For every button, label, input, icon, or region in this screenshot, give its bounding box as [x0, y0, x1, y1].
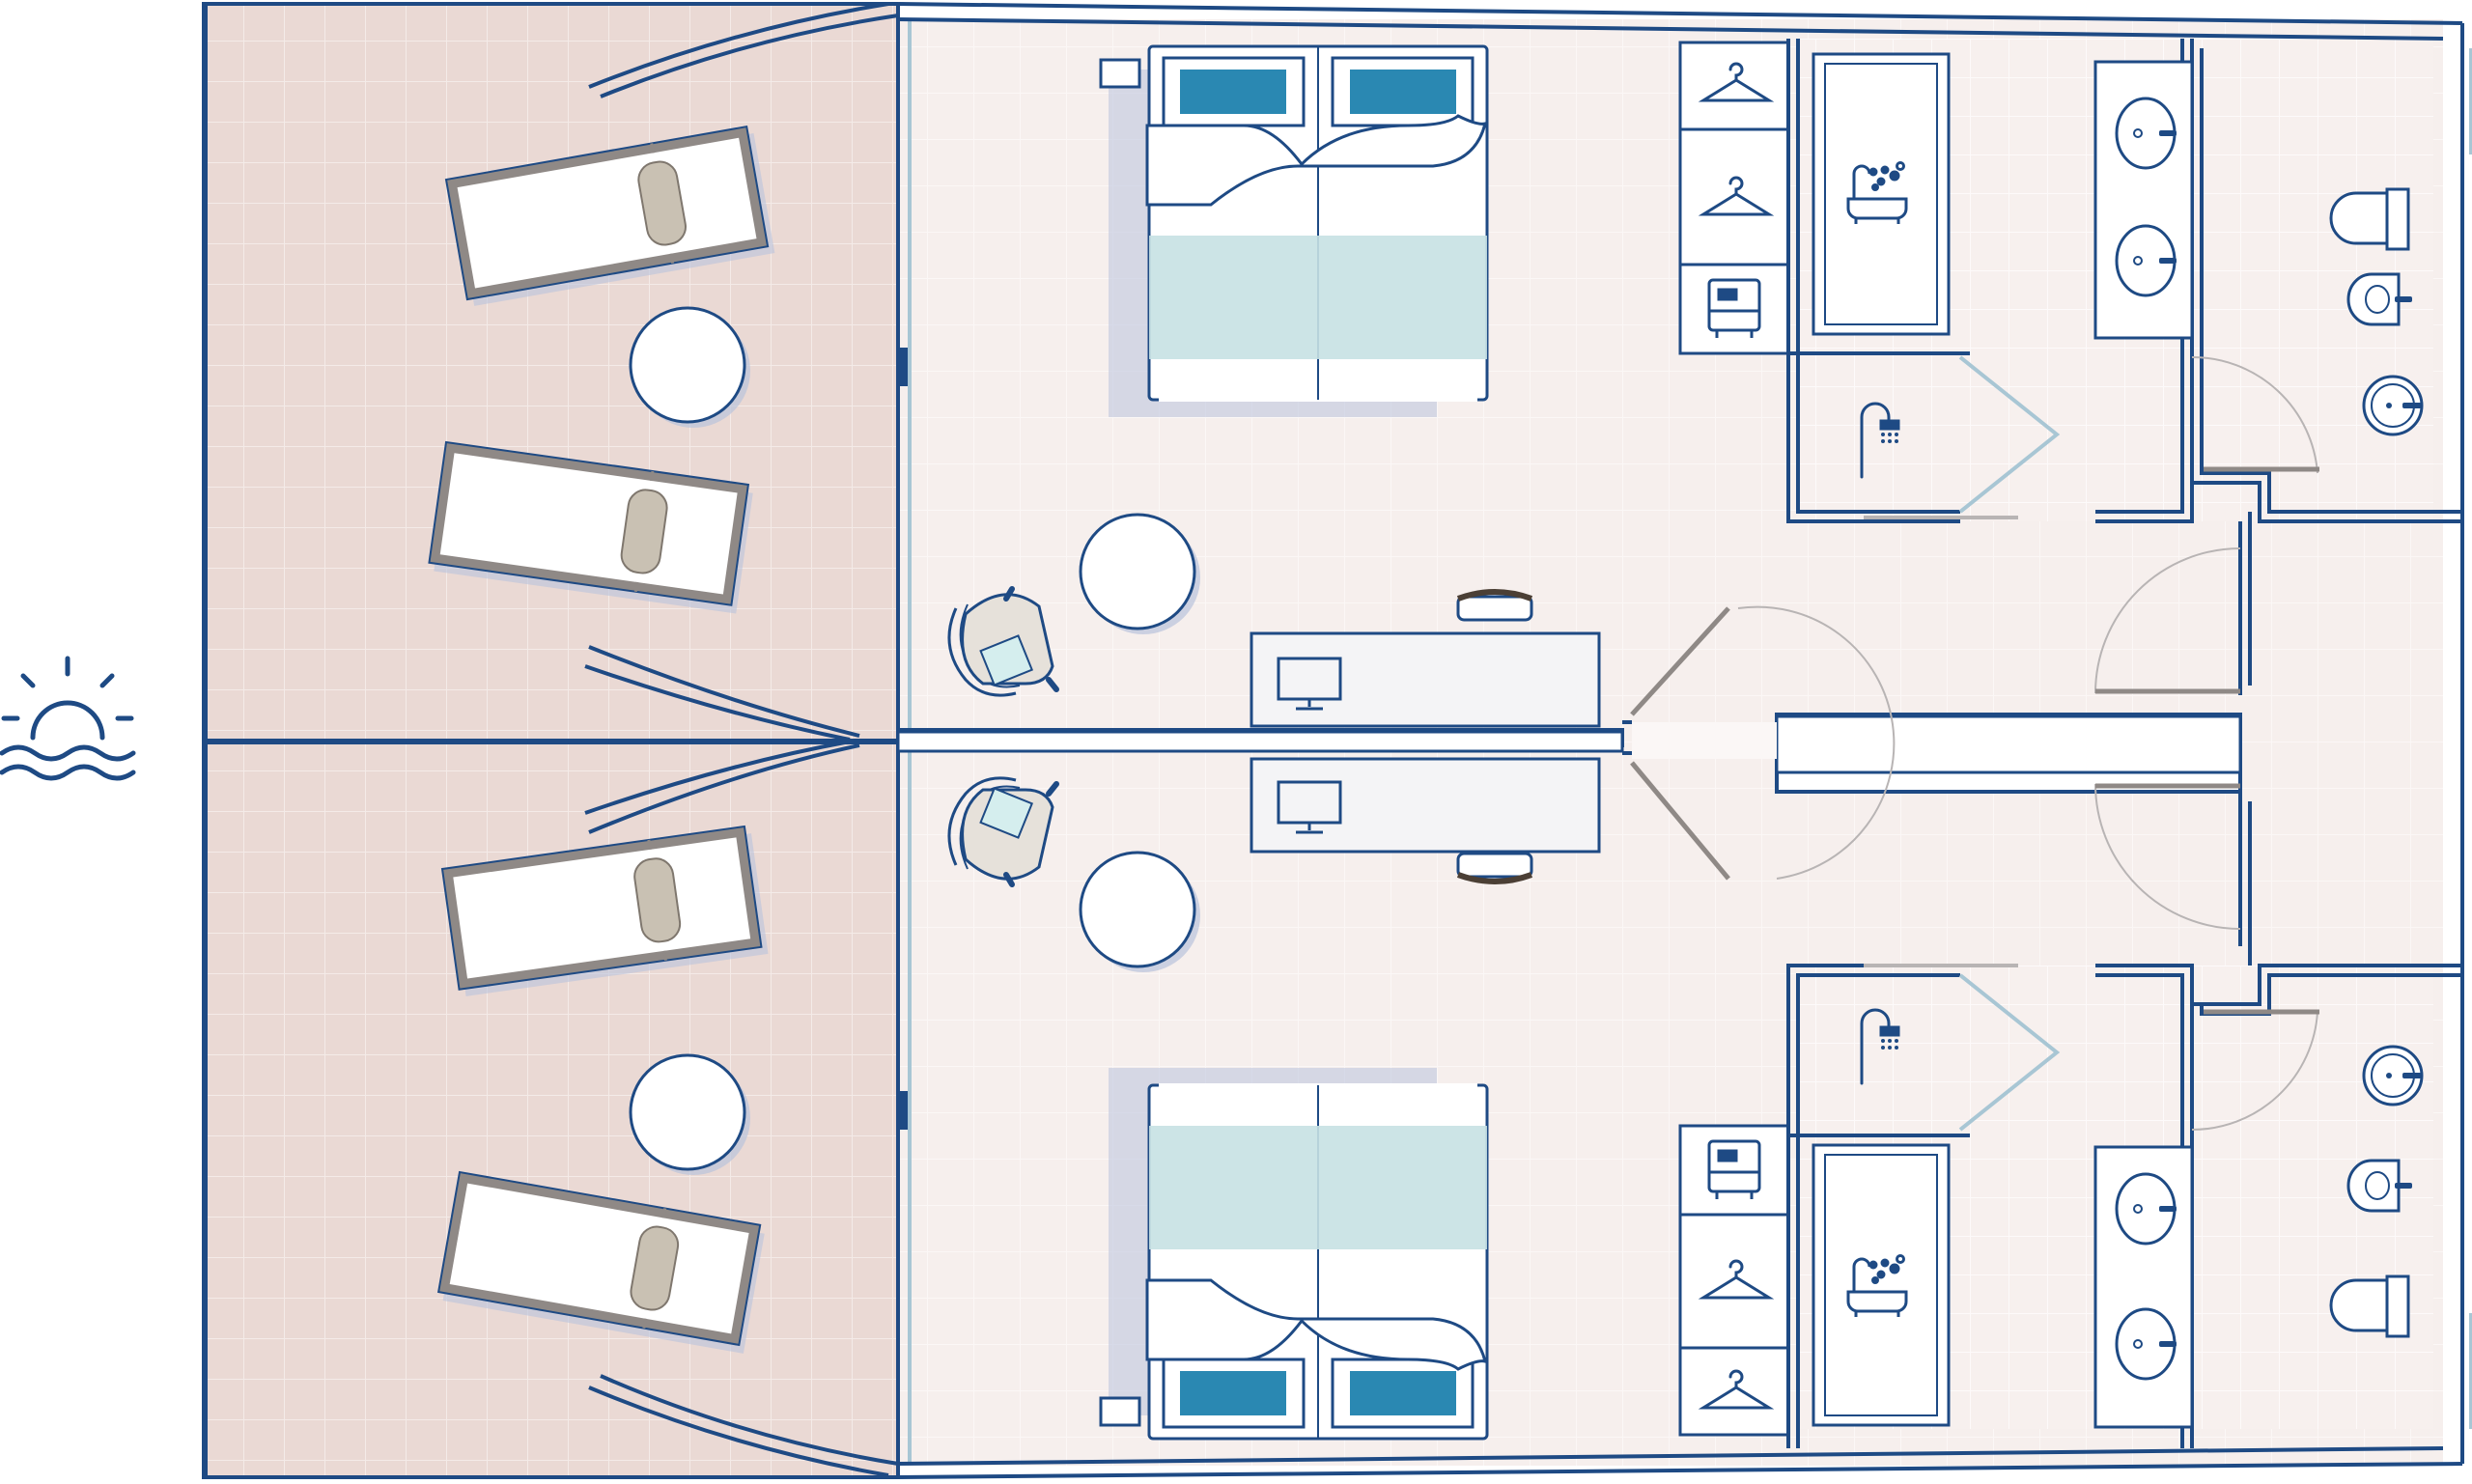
bed-icon: [1099, 1066, 1489, 1441]
desk-chair-icon: [1458, 854, 1531, 882]
doors: [1630, 355, 2319, 1132]
desk-icon: [1250, 757, 1601, 854]
toilet-icon: [2329, 1274, 2410, 1338]
desk-icon: [1250, 631, 1601, 728]
upper-unit: [426, 44, 2424, 728]
bed-icon: [1099, 44, 1489, 419]
toilet-icon: [2329, 187, 2410, 251]
washbasin-icon: [2362, 375, 2424, 436]
sun-over-sea-icon: [0, 656, 136, 781]
lower-unit: [435, 757, 2424, 1441]
desk-chair-icon: [1458, 592, 1531, 620]
washbasin-icon: [2362, 1045, 2424, 1106]
